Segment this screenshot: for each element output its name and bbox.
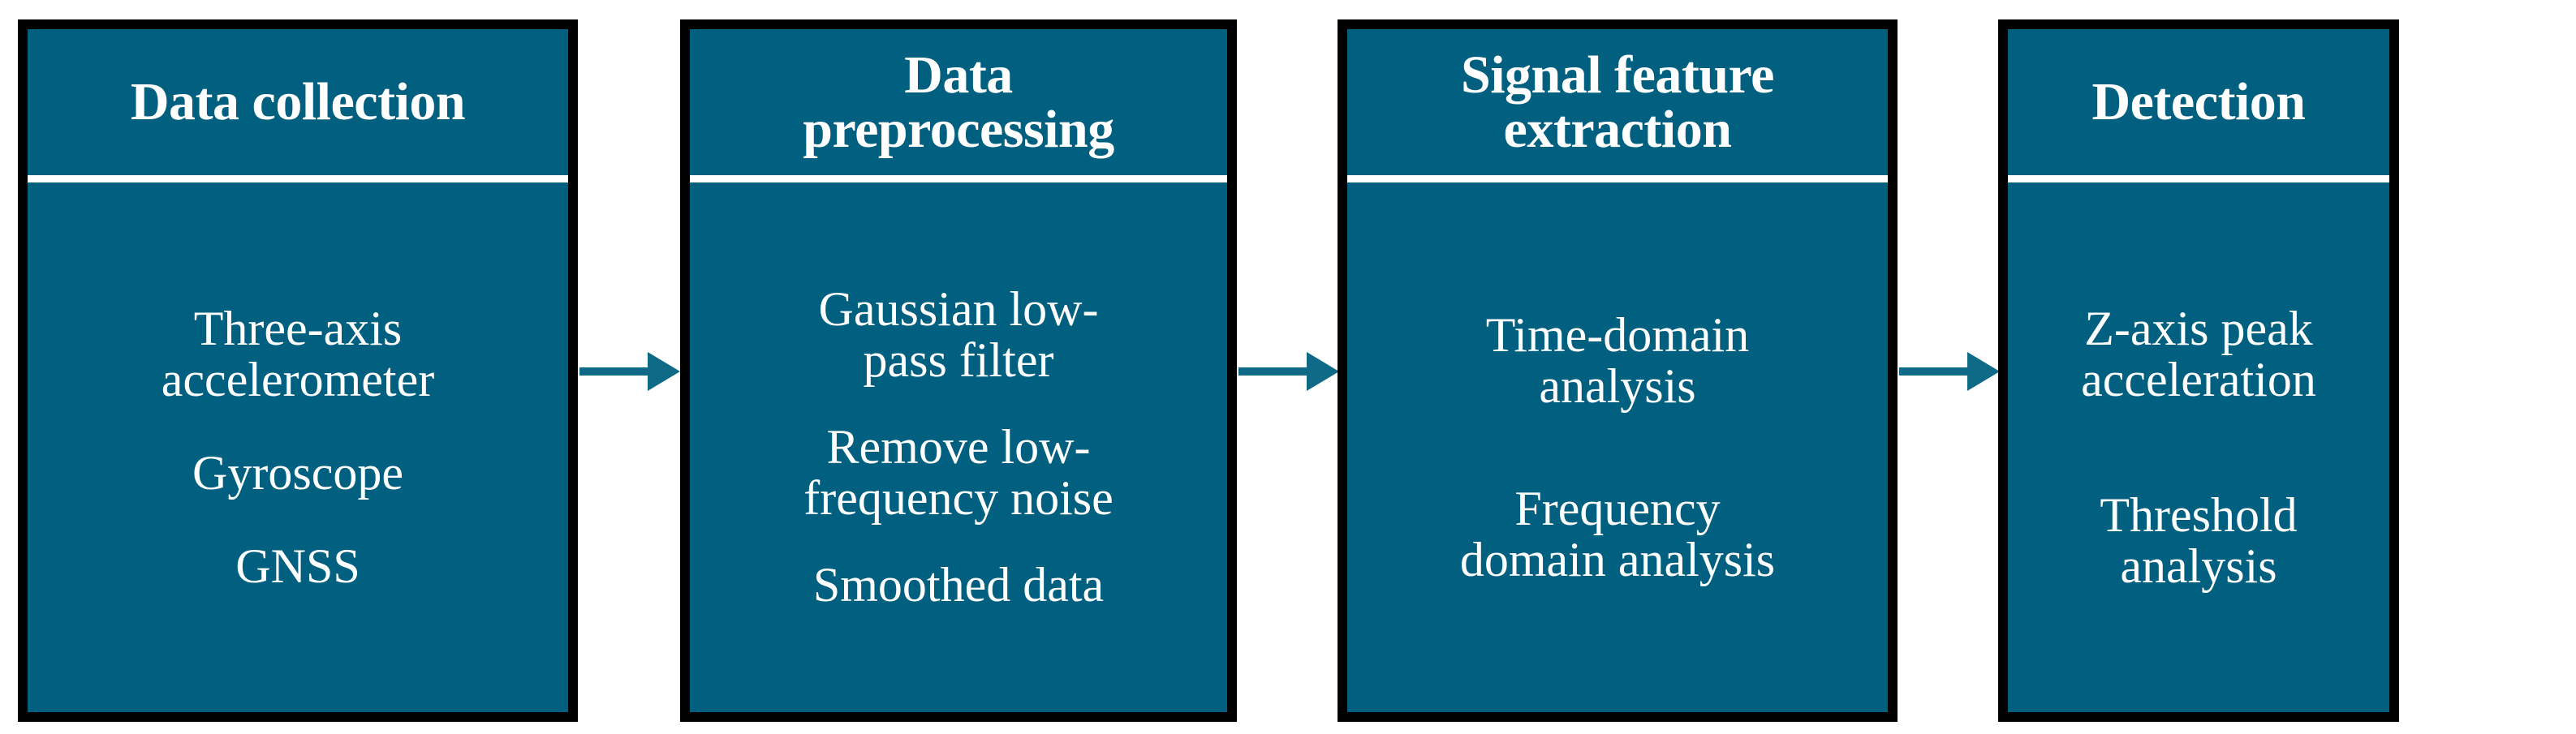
stage-header-data-collection: Data collection [28,29,568,175]
list-item: Gyroscope [192,445,403,500]
stage-body-signal-feature-extraction: Time-domain analysis Frequency domain an… [1347,182,1888,712]
arrow-right-icon-2 [1238,347,1339,396]
stage-body-data-preprocessing: Gaussian low- pass filter Remove low- fr… [690,182,1227,712]
list-item: Smoothed data [812,558,1105,612]
stage-title: Detection [2091,72,2306,132]
arrow-right-icon-1 [579,347,680,396]
header-divider [28,175,568,182]
arrow-right-icon [579,352,680,391]
stage-header-signal-feature-extraction: Signal feature extraction [1347,29,1888,175]
list-item: Threshold analysis [2100,487,2298,593]
header-divider [1347,175,1888,182]
list-item: Gaussian low- pass filter [818,282,1099,387]
stage-box-data-collection[interactable]: Data collection Three-axis accelerometer… [18,19,578,722]
list-item: Z-axis peak acceleration [2081,301,2316,406]
arrow-right-icon [1238,352,1339,391]
stage-body-detection: Z-axis peak acceleration Threshold analy… [2008,182,2389,712]
list-item: Remove low- frequency noise [803,420,1114,525]
stage-header-detection: Detection [2008,29,2389,175]
stage-box-data-preprocessing[interactable]: Data preprocessing Gaussian low- pass fi… [680,19,1237,722]
list-item: Frequency domain analysis [1459,481,1776,586]
stage-title: Signal feature extraction [1461,45,1774,159]
stage-header-data-preprocessing: Data preprocessing [690,29,1227,175]
arrow-right-icon-3 [1899,347,2000,396]
stage-title: Data collection [130,72,466,132]
arrow-right-icon [1899,352,2000,391]
list-item: Three-axis accelerometer [161,301,435,406]
header-divider [690,175,1227,182]
stage-title: Data preprocessing [803,45,1114,159]
stage-body-data-collection: Three-axis accelerometer Gyroscope GNSS [28,182,568,712]
stage-box-signal-feature-extraction[interactable]: Signal feature extraction Time-domain an… [1338,19,1898,722]
list-item: Time-domain analysis [1485,307,1750,413]
header-divider [2008,175,2389,182]
stage-box-detection[interactable]: Detection Z-axis peak acceleration Thres… [1998,19,2399,722]
list-item: GNSS [235,539,360,593]
